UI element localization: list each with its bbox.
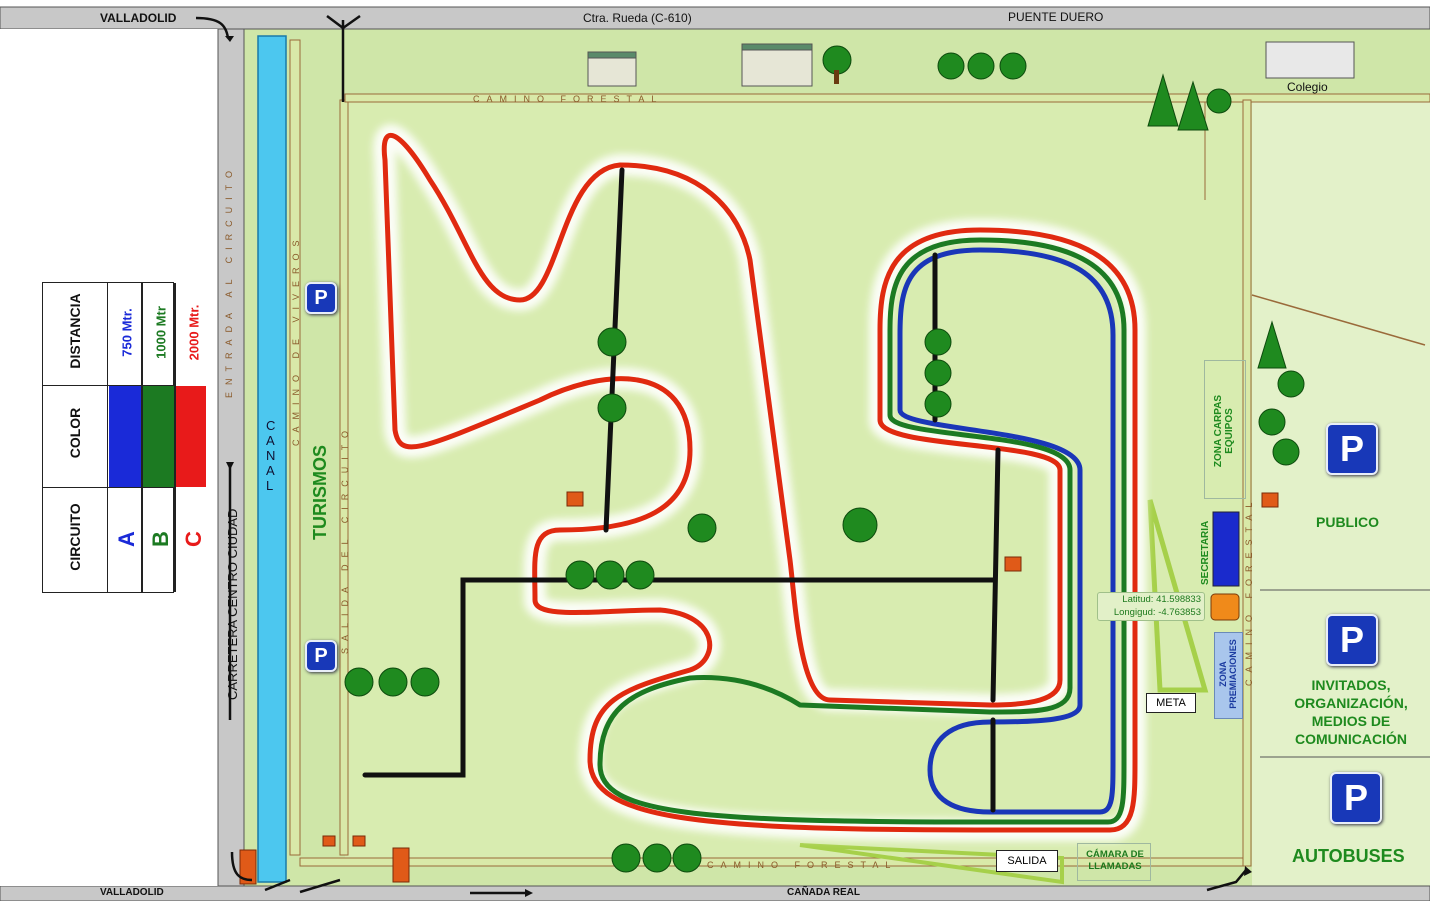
label-camara-llamadas: CÁMARA DE LLAMADAS	[1086, 849, 1144, 872]
parking-icon-publico: P	[1326, 423, 1378, 475]
label-turismos: TURISMOS	[310, 444, 330, 540]
zona-carpas-box: ZONA CARPAS EQUIPOS	[1204, 360, 1246, 499]
legend-distance-a: 750 Mtr.	[119, 308, 135, 357]
camino-forestal-top	[344, 93, 1430, 103]
camino-viveros	[289, 39, 301, 856]
label-zona-carpas: ZONA CARPAS EQUIPOS	[1213, 394, 1235, 468]
label-zona-premiaciones: ZONA PREMIACIONES	[1218, 639, 1238, 709]
longitude-text: Longigud: -4.763853	[1113, 607, 1201, 618]
legend-color-a	[109, 386, 141, 487]
road-bottom	[0, 885, 1430, 901]
label-carretera-centro: CARRETERA CENTRO CIUDAD	[225, 508, 240, 700]
latitude-text: Latitud: 41.598833	[1122, 594, 1201, 605]
field-right	[1252, 100, 1430, 890]
road-left	[217, 28, 245, 887]
label-camino-forestal-bottom: CAMINO FORESTAL	[707, 860, 898, 870]
camino-forestal-right	[1242, 99, 1252, 867]
road-top	[0, 6, 1430, 30]
meta-label: META	[1146, 693, 1196, 713]
legend-distance-c: 2000 Mtr.	[186, 304, 202, 361]
label-ctra-rueda: Ctra. Rueda (C-610)	[583, 11, 692, 25]
salida-zone	[799, 843, 1064, 885]
label-autobuses: AUTOBUSES	[1292, 846, 1405, 866]
label-canal: CANAL	[266, 418, 276, 493]
parking-icon-invitados: P	[1326, 614, 1378, 666]
legend-table: DISTANCIA COLOR CIRCUITO 750 Mtr. 1000 M…	[42, 282, 206, 593]
legend-color-c	[176, 386, 206, 487]
label-entrada-circuito: ENTRADA AL CIRCUITO	[224, 163, 234, 398]
circuit-a-line	[897, 247, 1116, 815]
label-camino-forestal-right: CAMINO FORESTAL	[1244, 495, 1254, 686]
canal	[257, 35, 287, 883]
label-puente-duero: PUENTE DUERO	[1008, 10, 1104, 24]
camara-llamadas-box: CÁMARA DE LLAMADAS	[1077, 843, 1151, 881]
legend-color-b	[142, 386, 175, 487]
salida-label: SALIDA	[996, 850, 1058, 872]
legend-header-distancia: DISTANCIA	[67, 293, 83, 369]
parking-icon-autobuses: P	[1330, 772, 1382, 824]
circuit-c-line	[381, 133, 1138, 833]
legend-circuit-a: A	[114, 531, 139, 547]
coordinates-panel: Latitud: 41.598833 Longigud: -4.763853	[1097, 592, 1205, 621]
legend-header-color: COLOR	[67, 407, 83, 459]
legend-header-circuito: CIRCUITO	[67, 503, 83, 571]
label-salida-circuito: SALIDA DEL CIRCUITO	[340, 423, 350, 654]
label-invitados: INVITADOS, ORGANIZACIÓN, MEDIOS DE COMUN…	[1294, 677, 1408, 747]
label-valladolid-top: VALLADOLID	[100, 11, 177, 25]
legend-circuit-c: C	[181, 531, 206, 547]
legend-circuit-b: B	[148, 531, 173, 547]
label-canada-real: CAÑADA REAL	[787, 887, 860, 898]
trees	[344, 45, 1305, 873]
parking-icon-top: P	[305, 282, 337, 314]
label-camino-forestal-top: CAMINO FORESTAL	[473, 94, 664, 104]
label-secretaria: SECRETARIA	[1200, 520, 1211, 585]
secretaria-block	[1212, 511, 1240, 587]
gps-marker	[1210, 593, 1240, 621]
label-valladolid-bottom: VALLADOLID	[100, 887, 164, 898]
parking-icon-bottom: P	[305, 640, 337, 672]
legend-distance-b: 1000 Mtr	[153, 306, 169, 359]
zona-premiaciones-box: ZONA PREMIACIONES	[1214, 632, 1243, 719]
buildings	[587, 41, 1355, 87]
label-camino-viveros: CAMINO DE VIVEROS	[291, 233, 301, 446]
circuit-b-line	[597, 237, 1127, 825]
label-colegio: Colegio	[1287, 80, 1328, 94]
label-publico: PUBLICO	[1316, 514, 1379, 530]
field-inner	[345, 102, 1245, 862]
